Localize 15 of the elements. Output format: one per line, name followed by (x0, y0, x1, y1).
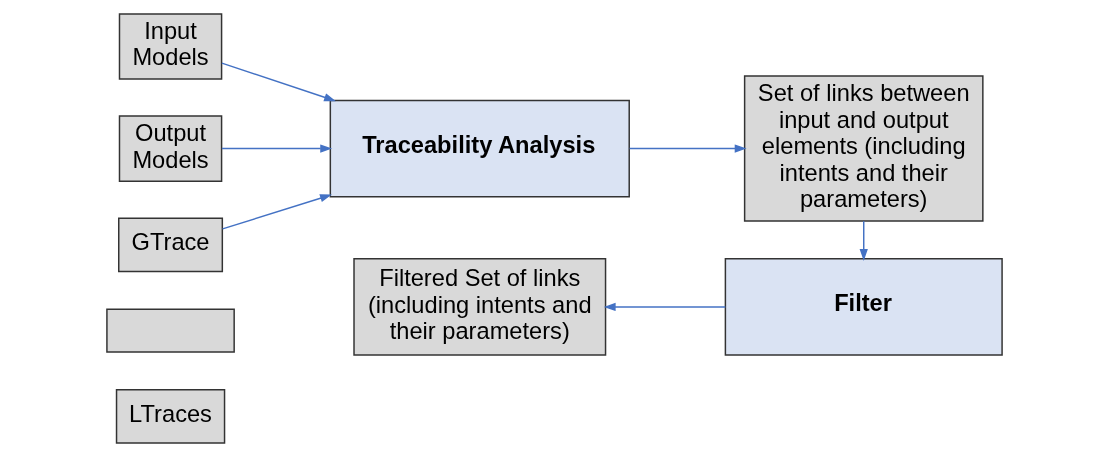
node-box: Traceability Analysis (329, 99, 630, 198)
node-box (105, 308, 235, 353)
node-box: LTraces (115, 389, 225, 444)
arrow (628, 144, 747, 153)
node-box: Filter (724, 258, 1003, 356)
node-box: Filtered Set of links (including intents and their parameters) (352, 258, 606, 356)
node-box: Set of links between input and output elements (including intents and their parameters) (743, 75, 984, 222)
node-box: GTrace (117, 217, 223, 273)
arrow (220, 62, 336, 102)
arrow (220, 144, 332, 153)
node-box: Output Models (118, 115, 222, 182)
arrow (859, 220, 868, 261)
node-box: Input Models (118, 13, 222, 80)
arrow (221, 194, 332, 230)
arrow (603, 302, 726, 312)
